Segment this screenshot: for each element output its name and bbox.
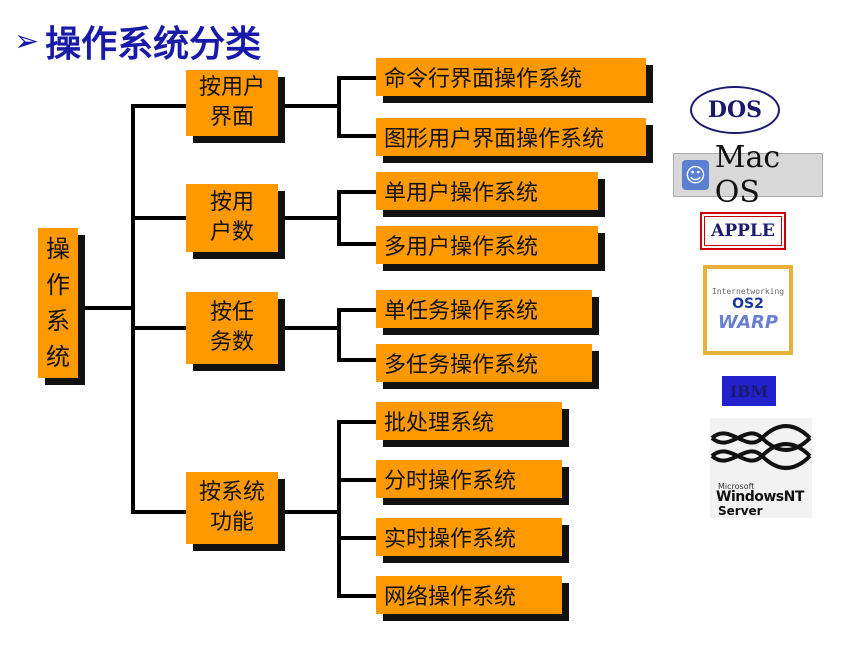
category-line: 界面 (209, 105, 254, 130)
category-line: 务数 (209, 330, 254, 355)
leaf-node: 分时操作系统 (376, 460, 562, 498)
cat1-leaf1 (337, 76, 377, 80)
category-line: 按用户 (198, 75, 265, 100)
dos-logo: DOS (690, 86, 780, 134)
warp-text: WARP (717, 312, 779, 333)
category-node-ui: 按用户界面 (186, 70, 278, 136)
root-char: 统 (46, 343, 70, 371)
trunk-branch-1 (131, 104, 187, 108)
category-line: 户数 (209, 220, 254, 245)
cat2-leaf2 (337, 242, 377, 246)
leaf-node: 网络操作系统 (376, 576, 562, 614)
server-text: Server (718, 504, 763, 518)
cat2-out (278, 216, 340, 220)
os2-text: OS2 (732, 296, 764, 312)
leaf-node: 实时操作系统 (376, 518, 562, 556)
ibm-logo: IBM (722, 376, 776, 406)
mac-os-text: Mac OS (714, 140, 781, 210)
leaf-node: 单任务操作系统 (376, 290, 592, 328)
finder-face-icon: ☺ (682, 160, 709, 190)
cat2-leaf1 (337, 190, 377, 194)
root-node: 操 作 系 统 (38, 228, 78, 378)
cat4-vertical (337, 420, 341, 598)
cat3-leaf2 (337, 358, 377, 362)
cat4-leaf2 (337, 478, 377, 482)
root-connector (80, 306, 134, 310)
cat1-leaf2 (337, 134, 377, 138)
root-char: 作 (46, 271, 70, 299)
cat1-out (278, 104, 340, 108)
arrow-bullet-icon: ➢ (14, 23, 40, 59)
cat3-vertical (337, 308, 341, 362)
cat1-vertical (337, 76, 341, 138)
cat3-out (278, 326, 340, 330)
os2-internetworking-text: Internetworking (711, 287, 785, 296)
cat3-leaf1 (337, 308, 377, 312)
cat2-vertical (337, 190, 341, 246)
leaf-node: 多用户操作系统 (376, 226, 598, 264)
windows-nt-braid-icon (710, 424, 812, 470)
mac-os-logo: ☺ Mac OS (673, 140, 823, 210)
windows-nt-text: WindowsNT (716, 489, 804, 505)
cat4-out (278, 510, 340, 514)
trunk-branch-3 (131, 326, 187, 330)
trunk-branch-4 (131, 510, 187, 514)
cat4-leaf4 (337, 594, 377, 598)
microsoft-text: Microsoft (718, 482, 755, 491)
os2-warp-logo: Internetworking OS2 WARP (703, 265, 793, 355)
root-char: 操 (46, 235, 70, 263)
trunk-vertical (131, 104, 135, 514)
windows-nt-server-logo: Microsoft WindowsNT Server (710, 418, 812, 518)
category-line: 功能 (209, 510, 254, 535)
title-text: 操作系统分类 (45, 24, 262, 65)
apple-logo: APPLE (700, 212, 786, 250)
page-title: ➢ 操作系统分类 (14, 16, 261, 66)
cat4-leaf1 (337, 420, 377, 424)
cat4-leaf3 (337, 536, 377, 540)
category-node-users: 按用户数 (186, 184, 278, 252)
trunk-branch-2 (131, 216, 187, 220)
category-node-tasks: 按任务数 (186, 292, 278, 364)
category-line: 按用 (209, 190, 254, 215)
category-node-function: 按系统功能 (186, 472, 278, 544)
category-line: 按系统 (198, 480, 265, 505)
category-line: 按任 (209, 300, 254, 325)
leaf-node: 批处理系统 (376, 402, 562, 440)
leaf-node: 单用户操作系统 (376, 172, 598, 210)
leaf-node: 命令行界面操作系统 (376, 58, 646, 96)
leaf-node: 图形用户界面操作系统 (376, 118, 646, 156)
root-char: 系 (46, 307, 70, 335)
leaf-node: 多任务操作系统 (376, 344, 592, 382)
